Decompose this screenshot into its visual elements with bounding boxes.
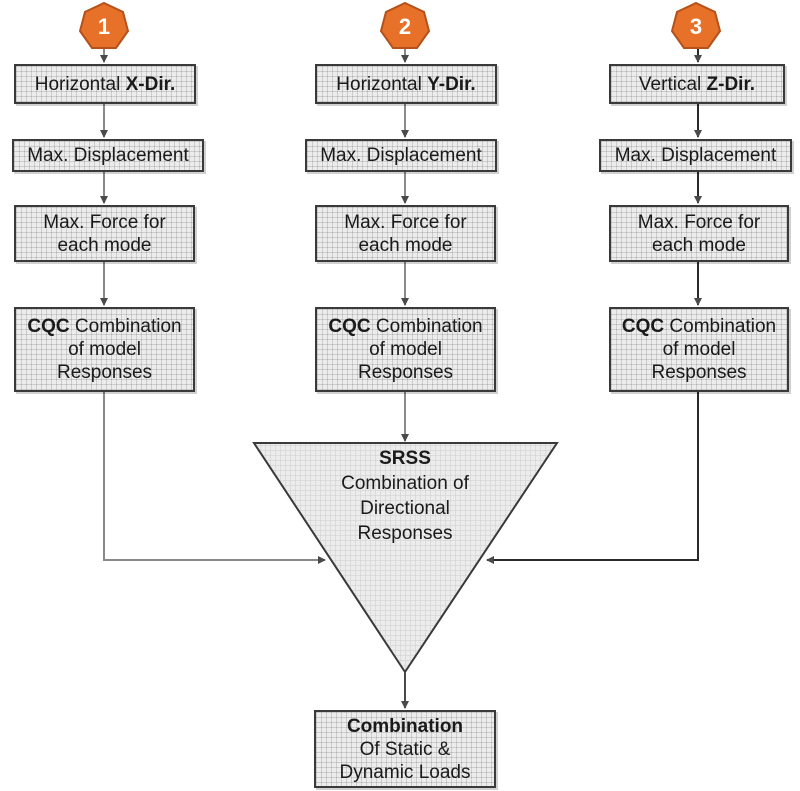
cqc-line-1: Combination <box>669 316 777 337</box>
cqc-line-3: Responses <box>651 362 747 383</box>
cqc-box-3: CQC Combination of model Responses <box>609 307 789 392</box>
force-line-2: each mode <box>651 234 746 256</box>
srss-title: SRSS <box>379 448 431 469</box>
final-title: Combination <box>346 715 464 737</box>
force-box-2: Max. Force for each mode <box>315 205 496 262</box>
direction-axis: Y-Dir. <box>427 73 476 95</box>
cqc-box-1: CQC Combination of model Responses <box>14 307 195 392</box>
direction-prefix: Horizontal <box>34 73 121 95</box>
cqc-line-1: Combination <box>375 316 483 337</box>
direction-prefix: Vertical <box>638 73 702 95</box>
force-line-1: Max. Force for <box>637 211 761 233</box>
step-3-number: 3 <box>689 14 703 39</box>
cqc-line-2: of model <box>369 339 442 360</box>
cqc-line-2: of model <box>662 339 736 360</box>
force-line-1: Max. Force for <box>43 211 166 233</box>
cqc-line-2: of model <box>68 339 141 360</box>
force-box-1: Max. Force for each mode <box>14 205 195 262</box>
direction-prefix: Horizontal <box>336 73 422 95</box>
displacement-box-3: Max. Displacement <box>599 139 792 172</box>
cqc-label: CQC <box>621 316 665 337</box>
heptagon-icon <box>670 2 722 49</box>
final-line-2: Dynamic Loads <box>339 761 471 783</box>
cqc-line-3: Responses <box>56 362 153 383</box>
direction-box-z: Vertical Z-Dir. <box>609 64 785 104</box>
final-combination-box: Combination Of Static & Dynamic Loads <box>314 710 496 788</box>
displacement-box-1: Max. Displacement <box>12 139 204 172</box>
step-2-badge: 2 <box>379 2 431 52</box>
heptagon-icon <box>78 2 130 49</box>
force-line-1: Max. Force for <box>344 211 467 233</box>
direction-axis: X-Dir. <box>125 73 176 95</box>
srss-label: SRSS Combination of Directional Response… <box>290 446 520 546</box>
heptagon-icon <box>379 2 431 49</box>
cqc-label: CQC <box>328 316 371 337</box>
step-1-number: 1 <box>97 14 111 39</box>
srss-line-3: Responses <box>357 523 453 544</box>
displacement-label: Max. Displacement <box>614 145 777 166</box>
srss-line-2: Directional <box>360 498 450 519</box>
force-line-2: each mode <box>57 234 152 256</box>
displacement-label: Max. Displacement <box>27 145 189 166</box>
cqc-line-3: Responses <box>357 362 454 383</box>
direction-box-x: Horizontal X-Dir. <box>14 64 196 104</box>
step-2-number: 2 <box>398 14 412 39</box>
cqc-box-2: CQC Combination of model Responses <box>315 307 496 392</box>
srss-triangle <box>252 442 559 674</box>
force-box-3: Max. Force for each mode <box>609 205 789 262</box>
cqc-label: CQC <box>27 316 70 337</box>
final-line-1: Of Static & <box>359 738 451 760</box>
direction-axis: Z-Dir. <box>706 73 756 95</box>
displacement-label: Max. Displacement <box>320 145 482 166</box>
cqc-line-1: Combination <box>74 316 182 337</box>
step-3-badge: 3 <box>670 2 722 52</box>
step-1-badge: 1 <box>78 2 130 52</box>
srss-line-1: Combination of <box>341 473 469 494</box>
force-line-2: each mode <box>358 234 453 256</box>
displacement-box-2: Max. Displacement <box>305 139 497 172</box>
direction-box-y: Horizontal Y-Dir. <box>315 64 497 104</box>
